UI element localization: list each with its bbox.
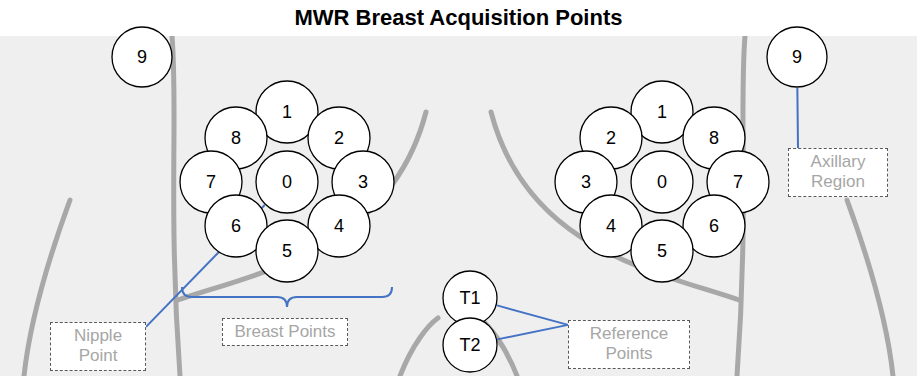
point-number: 6 — [709, 216, 719, 237]
point-outline — [631, 220, 693, 282]
point-number: 7 — [733, 172, 743, 193]
point-number: 2 — [606, 128, 616, 149]
point-label-wrap: 9 — [766, 26, 828, 88]
point-number: T2 — [459, 335, 480, 356]
point-number: 3 — [581, 172, 591, 193]
point-outline — [112, 27, 172, 87]
acquisition-point: 9 — [766, 26, 828, 88]
point-label-wrap: 9 — [111, 26, 173, 88]
point-number: 4 — [334, 216, 344, 237]
callout-label: Reference Points — [573, 324, 685, 365]
label-box: Reference Points — [568, 320, 690, 369]
acquisition-point: T2 — [442, 317, 498, 373]
point-outline — [443, 271, 497, 325]
callout-label: Axillary Region — [793, 152, 883, 193]
point-number: 8 — [231, 128, 241, 149]
label-box: Nipple Point — [50, 322, 146, 371]
point-number: 1 — [657, 102, 667, 123]
point-number: 3 — [358, 172, 368, 193]
point-number: 0 — [282, 172, 292, 193]
label-box: Breast Points — [222, 318, 348, 346]
point-number: 9 — [792, 47, 802, 68]
point-number: 1 — [282, 102, 292, 123]
acquisition-point: 0 — [255, 150, 319, 214]
acquisition-point: 9 — [111, 26, 173, 88]
point-label-wrap: 5 — [630, 219, 694, 283]
point-number: 0 — [657, 172, 667, 193]
point-number: T1 — [459, 288, 480, 309]
breast-points-brace — [182, 287, 392, 307]
acquisition-point: 5 — [630, 219, 694, 283]
point-label-wrap: 5 — [255, 219, 319, 283]
point-outline — [256, 220, 318, 282]
leader-line — [497, 325, 568, 339]
point-number: 6 — [231, 216, 241, 237]
acquisition-point: 5 — [255, 219, 319, 283]
point-number: 9 — [137, 47, 147, 68]
point-number: 2 — [334, 128, 344, 149]
callout-label: Breast Points — [227, 322, 343, 342]
point-label-wrap: 0 — [255, 150, 319, 214]
point-number: 4 — [606, 216, 616, 237]
point-outline — [256, 151, 318, 213]
point-number: 7 — [206, 172, 216, 193]
point-label-wrap: 0 — [630, 150, 694, 214]
torso-side-line — [172, 36, 180, 376]
point-outline — [443, 318, 497, 372]
label-box: Axillary Region — [788, 148, 888, 197]
arm-line — [847, 200, 893, 376]
point-number: 5 — [282, 241, 292, 262]
leader-line — [497, 305, 568, 324]
point-outline — [631, 151, 693, 213]
callout-label: Nipple Point — [55, 326, 141, 367]
body-outline — [24, 36, 893, 376]
diagram-title: MWR Breast Acquisition Points — [0, 5, 917, 31]
point-outline — [767, 27, 827, 87]
leader-line — [796, 88, 799, 148]
point-label-wrap: T2 — [442, 317, 498, 373]
abdomen-line — [400, 318, 438, 376]
point-number: 5 — [657, 241, 667, 262]
point-number: 8 — [709, 128, 719, 149]
acquisition-point: 0 — [630, 150, 694, 214]
